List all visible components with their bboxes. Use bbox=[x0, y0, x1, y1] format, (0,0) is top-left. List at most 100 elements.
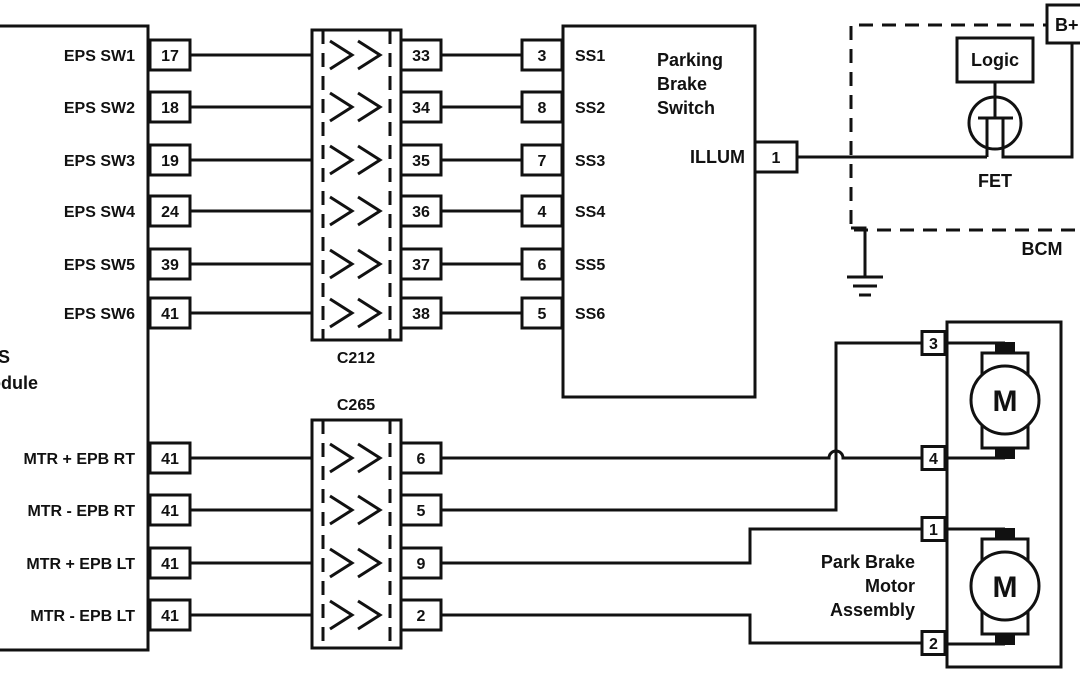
c212-male-terminal-icon bbox=[329, 297, 355, 329]
c212-pin-number: 35 bbox=[412, 153, 430, 170]
wire-lt-minus bbox=[441, 613, 922, 645]
c265-pin-number: 5 bbox=[417, 503, 426, 520]
switch-pin-label: SS6 bbox=[575, 306, 605, 323]
eps-pin-box bbox=[148, 247, 192, 281]
eps-pin-label: MTR - EPB LT bbox=[30, 608, 135, 625]
left-motor-motor-icon bbox=[969, 550, 1041, 622]
parking-brake-switch-box bbox=[561, 24, 757, 399]
switch-pin-number: 6 bbox=[538, 257, 547, 274]
c265-male-terminal-icon bbox=[329, 547, 355, 579]
c265-body bbox=[310, 418, 403, 650]
illum-pin-number: 1 bbox=[772, 150, 781, 167]
c212-pin-number: 36 bbox=[412, 204, 430, 221]
switch-pin-number: 4 bbox=[538, 204, 547, 221]
left-motor-symbol: M bbox=[993, 571, 1018, 604]
c265-pin-number: 2 bbox=[417, 608, 426, 625]
eps-pin-number: 41 bbox=[161, 306, 179, 323]
motor-assembly-title: Motor bbox=[865, 576, 915, 596]
right-motor-motor-icon bbox=[969, 364, 1041, 436]
c212-pin-number: 34 bbox=[412, 100, 430, 117]
eps-pin-number: 41 bbox=[161, 608, 179, 625]
fet-label: FET bbox=[978, 171, 1012, 191]
eps-pin-number: 24 bbox=[161, 204, 179, 221]
eps-pin-number: 41 bbox=[161, 503, 179, 520]
c265-pin-number: 9 bbox=[417, 556, 426, 573]
c212-female-terminal-icon bbox=[357, 91, 383, 123]
parking-brake-switch-title: Brake bbox=[657, 74, 707, 94]
logic-label: Logic bbox=[971, 50, 1019, 70]
eps-pin-label: EPS SW1 bbox=[64, 48, 135, 65]
c265-female-terminal-icon bbox=[357, 547, 383, 579]
parking-brake-switch-title: Switch bbox=[657, 98, 715, 118]
left-motor-brush-icon bbox=[995, 528, 1015, 539]
c212-pin-number: 37 bbox=[412, 257, 430, 274]
c212-label: C212 bbox=[337, 350, 375, 367]
eps-pin-box bbox=[148, 546, 192, 580]
switch-pin-number: 3 bbox=[538, 48, 547, 65]
eps-pin-number: 18 bbox=[161, 100, 179, 117]
right-motor-symbol: M bbox=[993, 385, 1018, 418]
eps-pin-label: MTR - EPB RT bbox=[27, 503, 135, 520]
eps-pin-box bbox=[148, 493, 192, 527]
c212-female-terminal-icon bbox=[357, 248, 383, 280]
eps-pin-label: EPS SW5 bbox=[64, 257, 135, 274]
eps-pin-label: EPS SW4 bbox=[64, 204, 135, 221]
c212-male-terminal-icon bbox=[329, 39, 355, 71]
switch-pin-number: 5 bbox=[538, 306, 547, 323]
left-motor-brush-icon bbox=[995, 634, 1015, 645]
right-motor-brush-icon bbox=[995, 448, 1015, 459]
eps-pin-number: 19 bbox=[161, 153, 179, 170]
b-plus-box bbox=[1045, 3, 1080, 45]
switch-pin-box bbox=[520, 296, 564, 330]
c265-female-terminal-icon bbox=[357, 494, 383, 526]
eps-pin-number: 41 bbox=[161, 556, 179, 573]
motor-assembly-title: Park Brake bbox=[821, 552, 915, 572]
wire-rt-plus bbox=[441, 449, 922, 460]
eps-module-label: Module bbox=[0, 373, 38, 393]
c212-pin-number: 33 bbox=[412, 48, 430, 65]
bcm-boundary bbox=[849, 23, 1080, 232]
c265-female-terminal-icon bbox=[357, 442, 383, 474]
eps-pin-box bbox=[148, 598, 192, 632]
wire-lt-plus bbox=[441, 527, 922, 565]
switch-pin-box bbox=[520, 194, 564, 228]
switch-pin-box bbox=[520, 38, 564, 72]
switch-pin-label: SS5 bbox=[575, 257, 605, 274]
switch-pin-label: SS1 bbox=[575, 48, 605, 65]
switch-pin-label: SS4 bbox=[575, 204, 605, 221]
eps-pin-label: MTR + EPB LT bbox=[26, 556, 135, 573]
c212-pin-number: 38 bbox=[412, 306, 430, 323]
c212-female-terminal-icon bbox=[357, 39, 383, 71]
logic-box bbox=[955, 36, 1035, 84]
motor-assembly-title: Assembly bbox=[830, 600, 915, 620]
parking-brake-switch-title: Parking bbox=[657, 50, 723, 70]
motor-pin-number: 1 bbox=[929, 522, 938, 539]
eps-pin-box bbox=[148, 143, 192, 177]
eps-pin-number: 17 bbox=[161, 48, 179, 65]
eps-module-box bbox=[0, 24, 150, 652]
motor-pin-number: 4 bbox=[929, 451, 938, 468]
wire-rt-minus bbox=[441, 341, 922, 512]
c265-female-terminal-icon bbox=[357, 599, 383, 631]
eps-pin-label: MTR + EPB RT bbox=[23, 451, 135, 468]
c212-pin-box bbox=[399, 247, 443, 281]
eps-pin-number: 39 bbox=[161, 257, 179, 274]
switch-pin-number: 7 bbox=[538, 153, 547, 170]
c212-body bbox=[310, 28, 403, 342]
motor-pin-number: 2 bbox=[929, 636, 938, 653]
c212-male-terminal-icon bbox=[329, 144, 355, 176]
switch-pin-label: SS3 bbox=[575, 153, 605, 170]
fet-source-wire bbox=[1001, 43, 1074, 159]
switch-pin-label: SS2 bbox=[575, 100, 605, 117]
motor-pin-number: 3 bbox=[929, 336, 938, 353]
c212-pin-box bbox=[399, 194, 443, 228]
c265-male-terminal-icon bbox=[329, 599, 355, 631]
c212-pin-box bbox=[399, 90, 443, 124]
eps-module-label: EPS bbox=[0, 347, 10, 367]
switch-pin-number: 8 bbox=[538, 100, 547, 117]
eps-pin-label: EPS SW2 bbox=[64, 100, 135, 117]
eps-pin-label: EPS SW6 bbox=[64, 306, 135, 323]
c212-female-terminal-icon bbox=[357, 195, 383, 227]
c265-male-terminal-icon bbox=[329, 494, 355, 526]
